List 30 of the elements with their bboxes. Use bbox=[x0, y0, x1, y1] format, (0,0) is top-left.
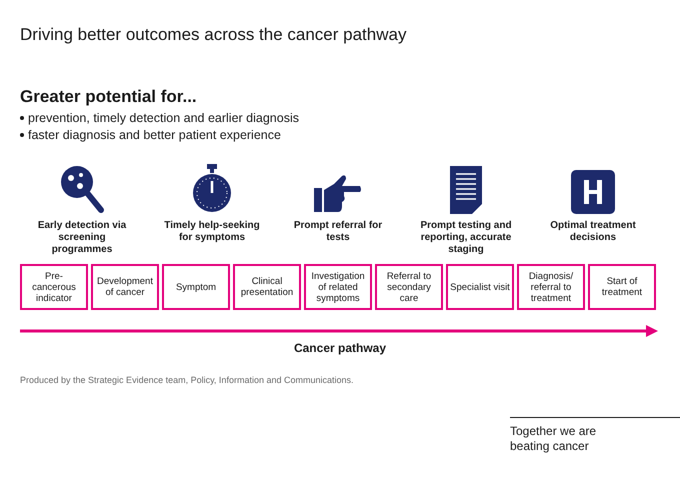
stage-caption: Prompt testing and reporting, accurate staging bbox=[419, 220, 513, 256]
stage-label: Specialist visit bbox=[450, 282, 510, 292]
stage-box bbox=[91, 264, 159, 310]
stage-label: Development of cancer bbox=[96, 276, 154, 298]
stage-box bbox=[20, 264, 88, 310]
stage-box bbox=[588, 264, 656, 310]
title: Driving better outcomes across the cancer pathway bbox=[20, 24, 406, 46]
heading: Greater potential for... bbox=[20, 86, 197, 108]
stage-label: Start of treatment bbox=[600, 276, 644, 298]
credit-note: Produced by the Strategic Evidence team, Policy, Information and Communications. bbox=[20, 374, 354, 387]
stage-label: Pre-cancerous indicator bbox=[31, 270, 77, 304]
stage-box bbox=[304, 264, 372, 310]
stage-caption: Timely help-seeking for symptoms bbox=[163, 220, 261, 244]
stage-label: Clinical presentation bbox=[240, 276, 294, 298]
stage-label: Investigation of related symptoms bbox=[310, 270, 366, 304]
pathway-label: Cancer pathway bbox=[292, 340, 388, 357]
stage-label: Symptom bbox=[176, 282, 216, 292]
stage-box bbox=[446, 264, 514, 310]
bullet-text: faster diagnosis and better patient experience bbox=[28, 127, 281, 144]
stage-box bbox=[162, 264, 230, 310]
stage-caption: Optimal treatment decisions bbox=[549, 220, 637, 244]
stage-label: Diagnosis/ referral to treatment bbox=[528, 270, 574, 304]
stage-caption: Prompt referral for tests bbox=[292, 220, 384, 244]
stage-box bbox=[375, 264, 443, 310]
tagline: Together we are beating cancer bbox=[510, 424, 598, 454]
stage-box bbox=[517, 264, 585, 310]
stage-box bbox=[233, 264, 301, 310]
stage-label: Referral to secondary care bbox=[386, 270, 432, 304]
stage-caption: Early detection via screening programmes bbox=[36, 220, 128, 256]
bullet-text: prevention, timely detection and earlier diagnosis bbox=[28, 110, 299, 127]
